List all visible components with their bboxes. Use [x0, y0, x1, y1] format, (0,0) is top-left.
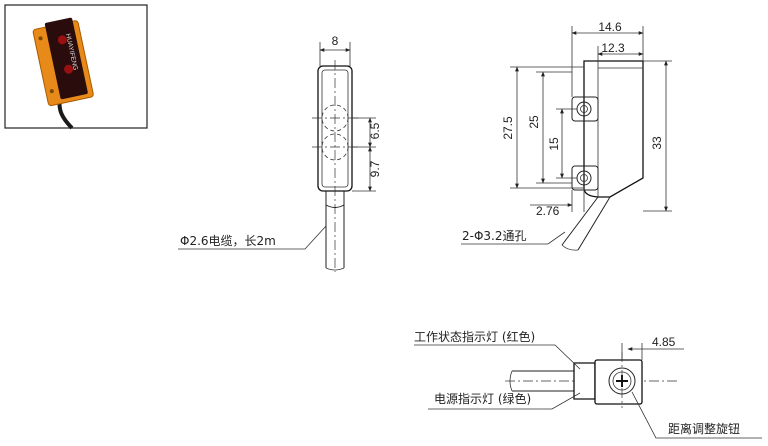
outer-height-dim: 27.5 [501, 116, 515, 140]
hole-leader-line [461, 231, 566, 245]
cable-label: Φ2.6电缆，长2m [180, 234, 276, 248]
power-led-label: 电源指示灯 (绿色) [434, 391, 531, 406]
hole-spacing-dim: 6.5 [368, 122, 382, 139]
hole-label: 2-Φ3.2通孔 [462, 229, 527, 243]
photo-sensor-body [32, 17, 94, 107]
total-height-dim: 33 [650, 136, 664, 150]
total-width-dim: 14.6 [598, 20, 622, 34]
side-view-body [583, 60, 644, 198]
knob-label: 距离调整旋钮 [668, 421, 740, 436]
top-view-cable [512, 370, 574, 392]
hole-edge-dim: 2.76 [536, 204, 560, 218]
side-view: 14.6 12.3 27.5 25 15 33 2.76 2-Φ3. [461, 20, 672, 251]
body-width-dim: 12.3 [601, 41, 625, 55]
front-view-width-dim: 8 [332, 34, 339, 48]
front-view-cable-break [325, 267, 345, 271]
front-view-cable [325, 205, 345, 268]
top-view: 4.85 工作状态指示灯 (红色) 电源指示灯 (绿色) 距离调整旋钮 [414, 329, 762, 439]
cable-leader-line [178, 225, 327, 250]
product-photo: HUAYIFENG [4, 4, 148, 130]
front-view: 8 6.5 9.7 Φ2.6电缆，长2m [178, 34, 382, 272]
knob-offset-dim: 4.85 [652, 335, 676, 349]
inner-height-dim: 15 [547, 137, 561, 151]
status-led-leader [414, 344, 581, 370]
top-view-led-block [573, 362, 596, 400]
knob-leader [631, 391, 762, 439]
status-led-label: 工作状态指示灯 (红色) [414, 329, 535, 344]
side-view-cable [561, 196, 611, 251]
mid-height-dim: 25 [527, 115, 541, 129]
power-led-leader [428, 392, 581, 410]
hole-offset-dim: 9.7 [368, 160, 382, 177]
